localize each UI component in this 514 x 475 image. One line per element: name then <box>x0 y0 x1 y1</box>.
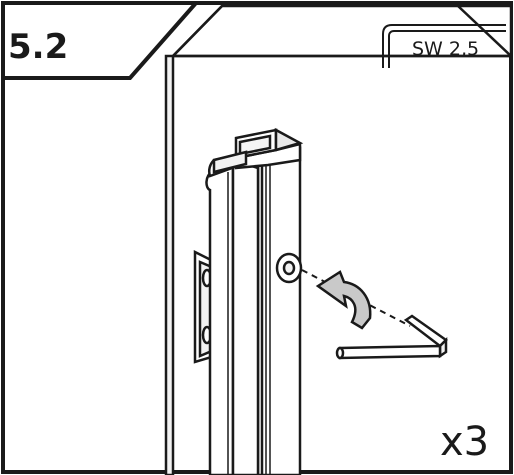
hex-key-icon <box>382 24 506 68</box>
quantity-label: x3 <box>440 419 490 465</box>
step-tab <box>1 0 201 80</box>
door-frame-profile <box>205 127 304 475</box>
door-panel <box>164 4 513 475</box>
screw-icon <box>275 252 303 284</box>
step-number: 5.2 <box>8 27 69 67</box>
allen-key-icon <box>335 314 448 360</box>
tool-size-label: SW 2,5 <box>412 38 480 60</box>
clockwise-rotation-arrow-icon <box>315 270 372 330</box>
